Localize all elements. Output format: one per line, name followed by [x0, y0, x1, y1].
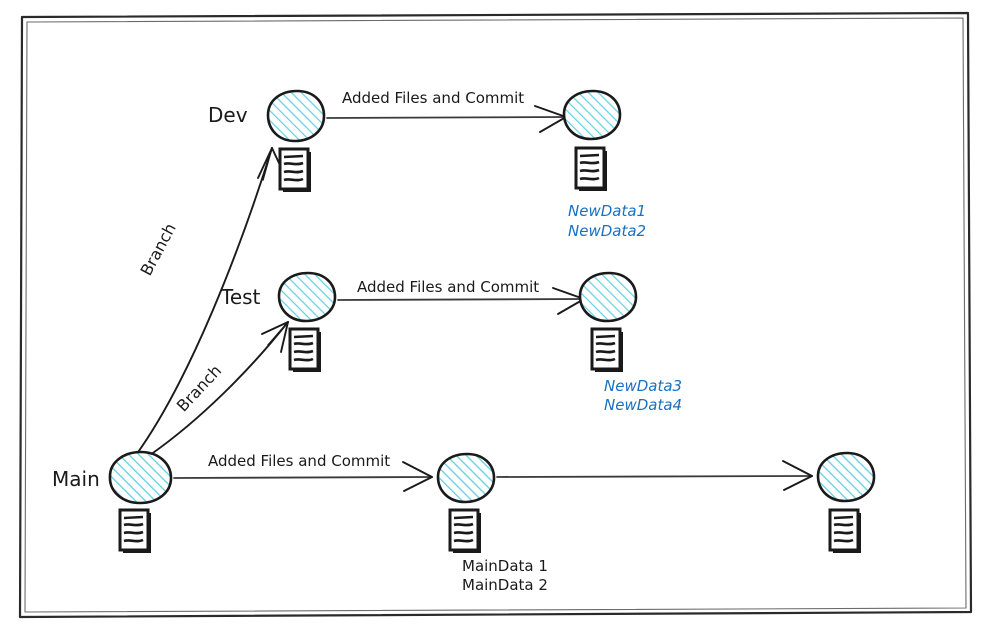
files-icon-test-2	[590, 327, 623, 372]
commit-data-maindata1: MainData 1	[462, 557, 548, 575]
branch-arrow-main-to-test	[149, 321, 289, 456]
files-icon-main-3	[828, 508, 861, 553]
node-main-commit-1[interactable]	[436, 452, 496, 504]
files-icon-dev-2	[574, 146, 607, 191]
diagram-frame	[18, 11, 973, 619]
node-label-main: Main	[52, 467, 100, 491]
node-dev-commit[interactable]	[562, 89, 622, 141]
commit-data-newdata2: NewData2	[568, 222, 646, 240]
arrow-main-to-commit	[173, 461, 433, 492]
branch-arrow-main-to-dev	[135, 147, 286, 456]
files-icon-dev-1	[278, 147, 311, 192]
node-main-commit-2[interactable]	[816, 451, 876, 503]
arrow-main-commit-to-head	[496, 460, 813, 491]
branch-label-dev: Branch	[137, 220, 180, 279]
node-dev[interactable]	[266, 89, 326, 143]
edge-label-main-commit: Added Files and Commit	[208, 452, 390, 470]
commit-data-newdata1: NewData1	[568, 202, 646, 220]
files-icon-test-1	[288, 327, 321, 372]
node-main[interactable]	[108, 450, 173, 505]
branch-label-test: Branch	[173, 361, 225, 415]
files-icon-main-2	[448, 508, 481, 553]
node-test-commit[interactable]	[578, 271, 638, 323]
commit-data-newdata3: NewData3	[604, 377, 682, 395]
commit-data-maindata2: MainData 2	[462, 576, 548, 594]
node-label-test: Test	[220, 285, 261, 309]
edge-label-test-commit: Added Files and Commit	[357, 278, 539, 296]
node-label-dev: Dev	[208, 103, 248, 127]
commit-data-newdata4: NewData4	[604, 396, 682, 414]
arrow-dev-to-commit	[326, 105, 567, 133]
edge-label-dev-commit: Added Files and Commit	[342, 89, 524, 107]
node-test[interactable]	[277, 271, 337, 323]
files-icon-main-1	[118, 508, 151, 553]
